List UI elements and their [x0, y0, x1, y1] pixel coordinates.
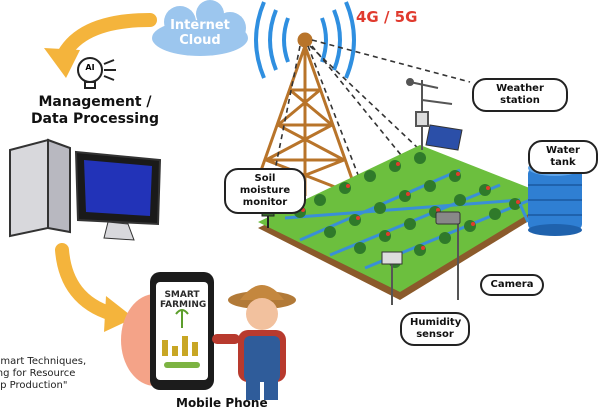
- network-label: 4G / 5G: [356, 8, 418, 26]
- curved-arrow-icon: [55, 243, 134, 332]
- smartphone-icon: [121, 272, 214, 390]
- phone-screen-title: SMART FARMING: [160, 290, 207, 310]
- soil-moisture-label: Soil moisture monitor: [224, 168, 306, 214]
- signal-waves-icon: [254, 1, 356, 79]
- solar-panel-icon: [425, 124, 463, 151]
- cloud-label: Internet Cloud: [170, 18, 230, 48]
- management-title: Management / Data Processing: [30, 94, 160, 127]
- computer-icon: [9, 138, 71, 238]
- cloud-icon: [152, 0, 248, 56]
- camera-icon: [435, 211, 461, 300]
- camera-label: Camera: [480, 274, 544, 296]
- weather-station-label: Weather station: [472, 78, 568, 112]
- farm-field: [258, 145, 555, 300]
- ai-icon-label: AI: [85, 63, 95, 72]
- curved-arrow-icon: [44, 13, 157, 78]
- humidity-sensor-icon: [381, 251, 403, 305]
- humidity-sensor-label: Humidity sensor: [400, 312, 470, 346]
- weather-station-icon: [406, 78, 453, 150]
- caption-text: Smart Techniques, ing for Resource op Pr…: [0, 356, 87, 391]
- farmer-icon: [212, 285, 296, 400]
- water-tank-label: Water tank: [528, 140, 598, 174]
- monitor-icon: [74, 150, 162, 241]
- ai-bulb-icon: [77, 57, 116, 89]
- mobile-phone-label: Mobile Phone: [176, 396, 268, 410]
